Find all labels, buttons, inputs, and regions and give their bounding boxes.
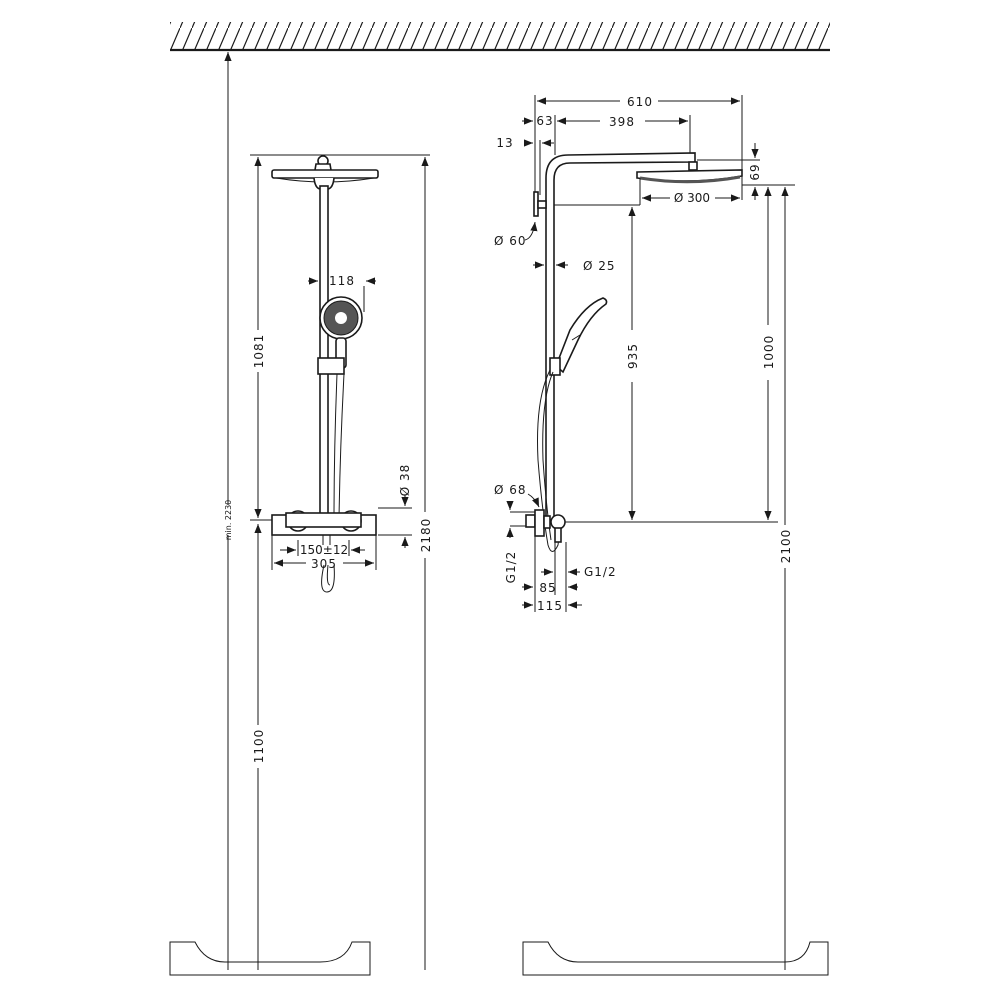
dim-dia-60: Ø 60 [494,234,527,248]
dim-dia-68: Ø 68 [494,483,527,497]
dim-85: 85 [539,581,556,595]
dim-935: 935 [626,343,640,369]
dim-2180: 2180 [419,518,433,553]
dim-1100: 1100 [252,729,266,764]
dim-g12-inlet: G1/2 [504,551,518,584]
dim-dia-38: Ø 38 [398,464,412,497]
dim-1000: 1000 [762,335,776,370]
dim-69: 69 [748,163,762,180]
floor-right [522,941,829,976]
dim-1081: 1081 [252,334,266,369]
dim-g12-outlet: G1/2 [584,565,617,579]
dim-min-2230: min. 2230 [224,500,233,541]
side-view: 610 63 398 13 69 Ø 300 Ø 60 [494,95,795,970]
ceiling [170,22,830,52]
dim-305: 305 [311,557,337,571]
floor-left [169,941,371,976]
dim-dia-25: Ø 25 [583,259,616,273]
dim-398: 398 [609,115,635,129]
dim-63: 63 [536,114,553,128]
dim-dia-300: Ø 300 [674,191,710,205]
dim-13: 13 [496,136,513,150]
dim-118: 118 [329,274,355,288]
dim-2100: 2100 [779,529,793,564]
front-view: min. 2230 1081 1100 2180 118 [224,52,433,970]
dim-150-12: 150±12 [300,543,348,557]
dim-115: 115 [537,599,563,613]
dim-610: 610 [627,95,653,109]
